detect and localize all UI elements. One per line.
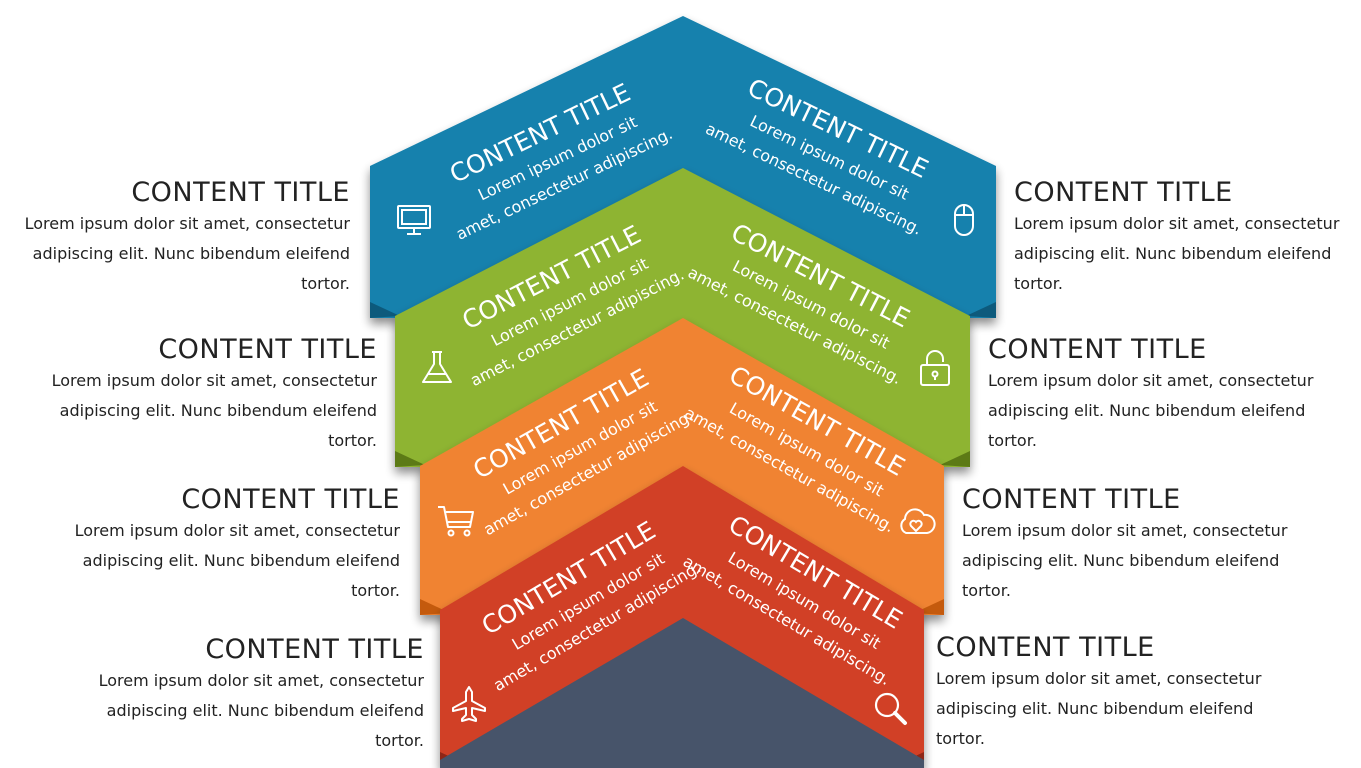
right-item-2: CONTENT TITLE Lorem ipsum dolor sit amet,… xyxy=(988,335,1328,456)
left-item-text: Lorem ipsum dolor sit amet, consectetur … xyxy=(74,521,400,600)
chevron-band-shape xyxy=(395,168,970,467)
left-item-text: Lorem ipsum dolor sit amet, consectetur … xyxy=(51,371,377,450)
right-item-text: Lorem ipsum dolor sit amet, consectetur … xyxy=(988,371,1314,450)
right-item-title: CONTENT TITLE xyxy=(988,334,1207,365)
left-item-3: CONTENT TITLE Lorem ipsum dolor sit amet,… xyxy=(60,485,400,606)
left-item-title: CONTENT TITLE xyxy=(158,334,377,365)
left-item-text: Lorem ipsum dolor sit amet, consectetur … xyxy=(24,214,350,293)
left-item-2: CONTENT TITLE Lorem ipsum dolor sit amet,… xyxy=(37,335,377,456)
left-item-title: CONTENT TITLE xyxy=(131,177,350,208)
chevron-fold-left xyxy=(370,302,400,318)
right-item-title: CONTENT TITLE xyxy=(962,484,1181,515)
chevron-fold-right xyxy=(966,302,996,318)
left-item-title: CONTENT TITLE xyxy=(205,634,424,665)
right-item-3: CONTENT TITLE Lorem ipsum dolor sit amet,… xyxy=(962,485,1302,606)
chevron-band-shape xyxy=(420,318,944,615)
left-item-4: CONTENT TITLE Lorem ipsum dolor sit amet,… xyxy=(84,635,424,756)
right-item-text: Lorem ipsum dolor sit amet, consectetur … xyxy=(936,669,1262,748)
chevron-fold-left xyxy=(395,451,425,467)
chevron-fold-right xyxy=(940,451,970,467)
chevron-band xyxy=(395,168,970,467)
chevron-band xyxy=(370,16,996,318)
right-item-1: CONTENT TITLE Lorem ipsum dolor sit amet,… xyxy=(1014,178,1354,299)
left-item-text: Lorem ipsum dolor sit amet, consectetur … xyxy=(98,671,424,750)
left-item-title: CONTENT TITLE xyxy=(181,484,400,515)
bottom-chevron xyxy=(440,618,924,768)
right-item-text: Lorem ipsum dolor sit amet, consectetur … xyxy=(962,521,1288,600)
right-item-title: CONTENT TITLE xyxy=(1014,177,1233,208)
chevron-band-shape xyxy=(370,16,996,318)
left-item-1: CONTENT TITLE Lorem ipsum dolor sit amet,… xyxy=(10,178,350,299)
right-item-4: CONTENT TITLE Lorem ipsum dolor sit amet,… xyxy=(936,633,1276,754)
right-item-text: Lorem ipsum dolor sit amet, consectetur … xyxy=(1014,214,1340,293)
right-item-title: CONTENT TITLE xyxy=(936,632,1155,663)
